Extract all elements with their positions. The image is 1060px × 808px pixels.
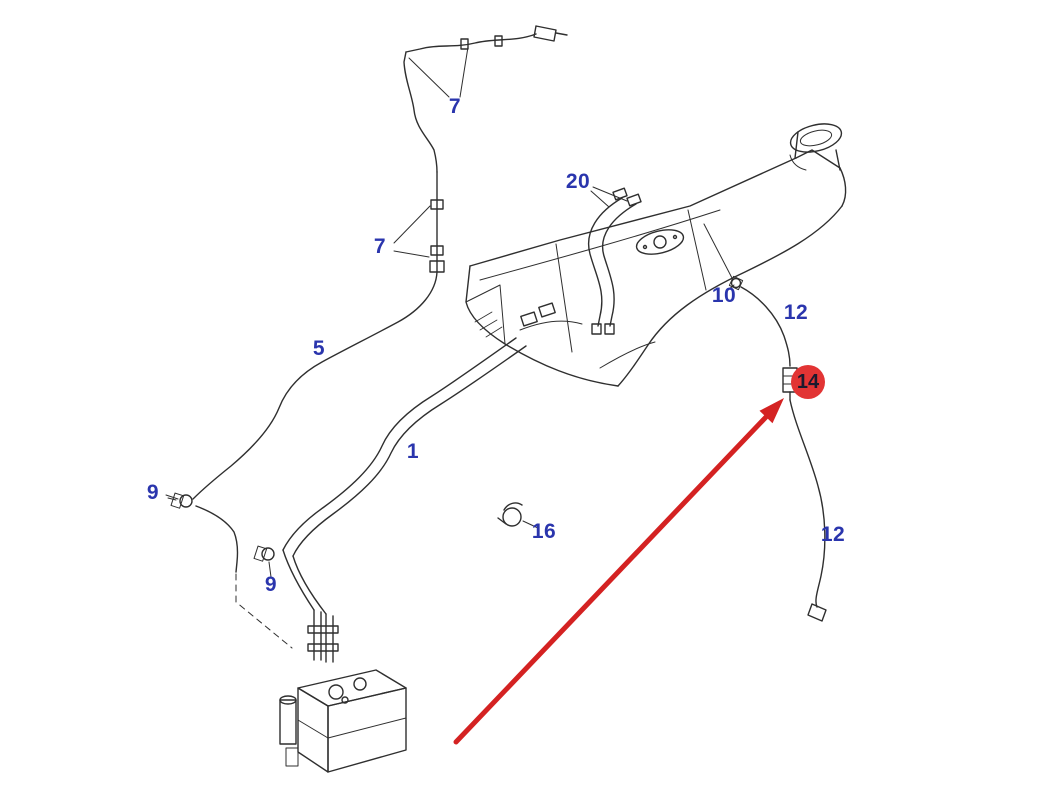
part-label-16: 16: [531, 520, 557, 543]
pump-inlet-tubes: [307, 609, 339, 663]
clamp-16: [497, 502, 539, 529]
hose-12-lower: [789, 399, 827, 622]
part-label-5: 5: [312, 337, 326, 360]
part-14-highlight-circle: 14: [791, 365, 825, 399]
leader-lines-7: [393, 46, 469, 258]
fuel-pipe-top-7: [403, 25, 568, 273]
leader-lines-misc: [165, 284, 735, 578]
vent-hoses-20: [588, 187, 642, 335]
part-label-20: 20: [565, 170, 591, 193]
part-label-1: 1: [406, 440, 420, 463]
hose-12-upper: [740, 286, 791, 367]
connector-10: [703, 223, 744, 291]
connector-9-left: [167, 492, 293, 649]
part-label-14: 14: [796, 370, 820, 393]
filler-cap: [789, 123, 843, 171]
part-label-7-mid: 7: [373, 235, 387, 258]
fuel-tank: [465, 123, 847, 387]
part-label-10: 10: [711, 284, 737, 307]
fuel-line-1: [282, 337, 527, 615]
pump-filter-assembly: [279, 669, 407, 773]
leader-lines-20: [590, 186, 628, 208]
part-label-7-top: 7: [448, 95, 462, 118]
part-label-9-left: 9: [146, 481, 160, 504]
part-label-12-low: 12: [820, 523, 846, 546]
connector-9-middle: [253, 545, 275, 562]
part-label-12-up: 12: [783, 301, 809, 324]
fuel-line-5: [192, 271, 438, 500]
part-label-9-mid: 9: [264, 573, 278, 596]
red-arrow: [453, 398, 784, 745]
